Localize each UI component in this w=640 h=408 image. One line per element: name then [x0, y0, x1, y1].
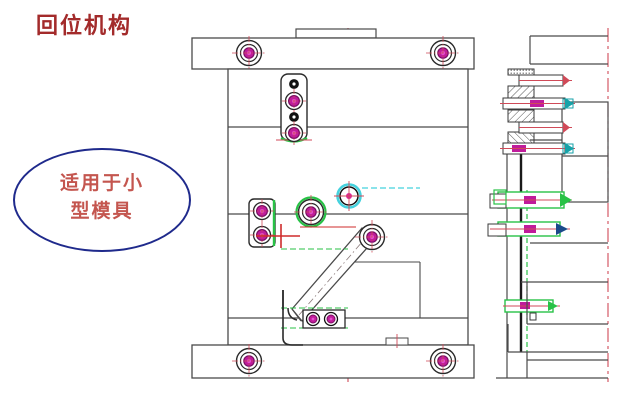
side-lower-step-1 [526, 282, 608, 325]
hatch-block-1 [507, 68, 535, 76]
side-lower-step-3 [526, 352, 608, 361]
callout-ellipse-border [13, 148, 191, 252]
hatch-block-2 [507, 85, 535, 99]
side-step-top [529, 35, 608, 65]
side-green-block [493, 189, 507, 205]
hatch-block-3 [507, 109, 535, 123]
side-pin-2 [500, 97, 575, 110]
side-pin-green-3 [503, 299, 560, 321]
side-step-mid [561, 101, 609, 203]
side-lower-step-2 [507, 324, 608, 353]
slot-hole-1 [289, 79, 299, 89]
return-link-arm [287, 227, 376, 322]
side-pin-1 [518, 74, 572, 87]
page-title: 回位机构 [36, 13, 133, 38]
side-pin-4 [500, 142, 575, 155]
pivot-cyan [334, 181, 364, 211]
ejector-pad-bolt-1 [305, 311, 321, 327]
ejector-pad-bolt-2 [323, 311, 339, 327]
side-pin-3 [518, 121, 572, 134]
callout-text: 适用于小 型模具 [13, 170, 191, 226]
ejector-slot-column [276, 73, 312, 146]
riser-profile [282, 290, 303, 346]
side-bracket [248, 198, 276, 248]
callout-line-1: 适用于小 [59, 173, 144, 194]
ejector-pad [302, 309, 346, 329]
front-view [191, 28, 475, 382]
side-section-view [487, 28, 609, 382]
side-pin-green-1 [489, 191, 572, 209]
sprue-boss [295, 28, 377, 39]
callout-ellipse: 适用于小 型模具 [13, 148, 191, 252]
callout-line-2: 型模具 [70, 201, 134, 222]
slot-hole-3 [289, 112, 299, 122]
side-lower-step-4 [526, 360, 608, 379]
side-pin-green-2 [487, 221, 570, 237]
